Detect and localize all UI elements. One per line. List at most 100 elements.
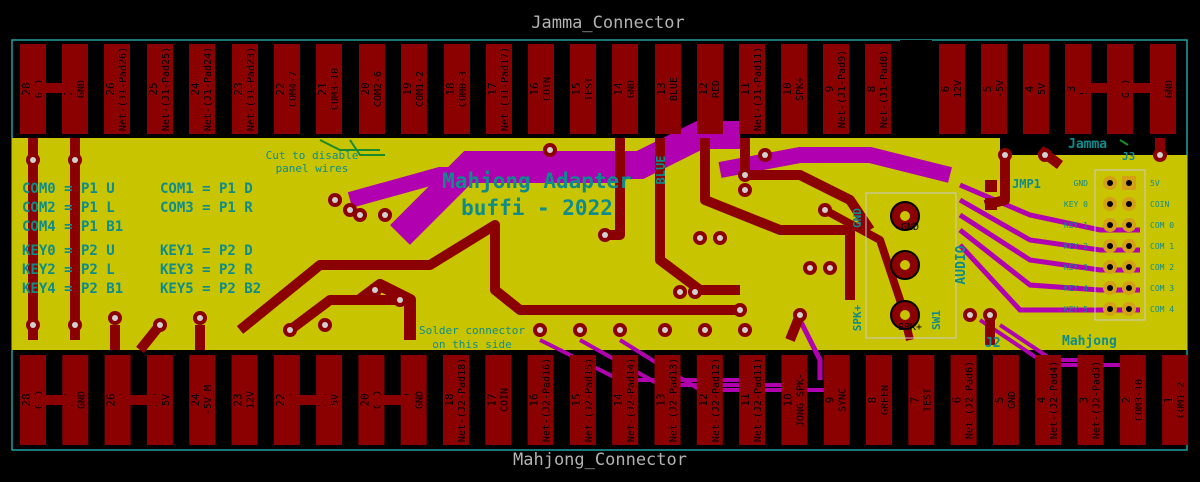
bottom-pad-label: GND [1007, 391, 1018, 409]
silk-jamma: Jamma [1068, 137, 1107, 152]
top-pad-number: 13 [655, 82, 668, 95]
silk-spk-plus: SPK+ [851, 304, 864, 331]
bottom-pad-label: Net-(J2-Pad13) [669, 358, 680, 442]
bottom-pad-24: 24-5V_M [189, 355, 216, 445]
silk-audio: AUDIO [954, 245, 969, 284]
top-pad-label: Net-(J1-Pad17) [500, 47, 511, 131]
bottom-pad-number: 2 [1120, 397, 1133, 404]
bottom-pad-number: 7 [908, 397, 921, 404]
legend-com1: COM1 = P1 D [160, 181, 253, 197]
bottom-pad-number: 8 [866, 397, 879, 404]
header-label-right: COIN [1150, 200, 1169, 209]
header-label-right: COM 3 [1150, 284, 1174, 293]
bottom-pad-label: COIN [499, 388, 510, 412]
silk-jmp1: JMP1 [1012, 177, 1041, 191]
silk-j2: J2 [985, 336, 1001, 351]
audio-switch-sw1 [865, 192, 957, 339]
top-pad-number: 12 [697, 82, 710, 95]
header-label-left: KEY 1 [1064, 221, 1088, 230]
bottom-pad-number: 3 [1078, 397, 1091, 404]
header-label-left: GND [1074, 179, 1089, 188]
top-pad-label: BLUE [669, 77, 680, 101]
header-2x7 [1094, 169, 1146, 321]
legend-key4: KEY4 = P2 B1 [22, 281, 123, 297]
note-solder-2: on this side [432, 338, 511, 351]
top-pad-label: RED [711, 80, 722, 98]
header-label-left: KEY 3 [1064, 263, 1088, 272]
top-pad-number: 22 [274, 82, 287, 95]
silk-j3: J3 [1122, 150, 1135, 163]
bottom-pad-label: Net-(J2-Pad4) [1049, 361, 1060, 439]
top-pad-number: 23 [232, 82, 245, 95]
header-label-right: COM 2 [1150, 263, 1174, 272]
top-pad-number: 9 [823, 86, 836, 93]
bottom-pad-label: Net-(J2-Pad12) [711, 358, 722, 442]
header-label-right: 5V [1150, 179, 1160, 188]
top-pad-label: COM3-10 [330, 68, 341, 110]
legend-key0: KEY0 = P2 U [22, 243, 115, 259]
top-pad-number: 21 [316, 82, 329, 95]
top-pad-number: 5 [981, 86, 994, 93]
top-pad-5: 5-5V [981, 44, 1007, 134]
bottom-pad-number: 6 [951, 397, 964, 404]
top-pad-label: GND [76, 80, 87, 98]
bottom-pad-number: 26 [105, 393, 118, 406]
bottom-pad-number: 23 [232, 393, 245, 406]
top-pad-label: Net-(J1-Pad11) [753, 47, 764, 131]
top-pad-number: 14 [612, 82, 625, 96]
bottom-pad-number: 4 [1035, 396, 1048, 403]
top-pad-number: 15 [570, 82, 583, 95]
jumper-jmp1 [985, 180, 997, 210]
top-connector-pads: 28GND27GND26Net-(J1-Pad26)25Net-(J1-Pad2… [20, 44, 1176, 134]
bottom-pad-label: COM3-10 [1134, 379, 1145, 421]
top-pad-number: 28 [20, 82, 33, 95]
silk-blue: BLUE [654, 156, 668, 185]
silk-gnd: GND [851, 208, 864, 228]
top-pad-label: 5V [1037, 83, 1048, 95]
silk-legend: COM0 = P1 U COM1 = P1 D COM2 = P1 L COM3… [22, 181, 261, 297]
bottom-pad-label: Net-(J2-Pad14) [626, 358, 637, 442]
bottom-pad-label: Net-(J2-Pad11) [753, 358, 764, 442]
top-pad-label: Net-(J1-Pad9) [837, 50, 848, 128]
top-pad-number: 3 [1065, 86, 1078, 93]
bottom-pad-number: 13 [655, 393, 668, 406]
top-pad-number: 26 [104, 82, 117, 95]
bottom-pad-number: 16 [528, 393, 541, 406]
top-pad-number: 19 [401, 82, 414, 95]
bottom-pad-number: 24 [189, 393, 202, 407]
legend-key2: KEY2 = P2 L [22, 262, 115, 278]
green-traces [319, 139, 1129, 156]
vias [26, 143, 1167, 337]
top-pad-label: TEST [584, 77, 595, 101]
bottom-connector-ref: Mahjong_Connector [513, 450, 687, 470]
bottom-pad-label: Net-(J2-Pad15) [584, 358, 595, 442]
top-pad-number: 24 [189, 82, 202, 96]
legend-com0: COM0 = P1 U [22, 181, 115, 197]
top-pad-label: Net-(J1-Pad25) [161, 47, 172, 131]
board-author: buffi - 2022 [461, 196, 613, 220]
legend-com3: COM3 = P1 R [160, 200, 253, 216]
bottom-pad-label: COM1-2 [1176, 382, 1187, 418]
bottom-pad-label: GND [415, 391, 426, 409]
